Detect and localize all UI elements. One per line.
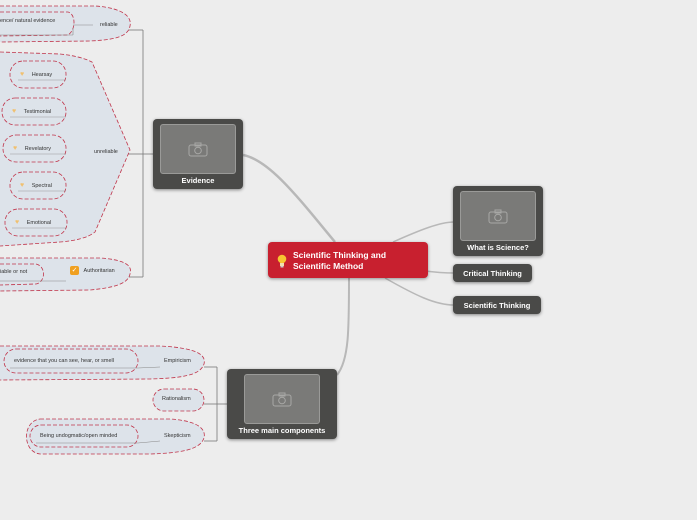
three-main-components-label: Three main components [238,426,326,435]
hearsay-label: Hearsay [31,72,53,78]
revelatory-label: Revelatory [24,146,51,152]
reliable-child-text[interactable]: ence/ natural evidence [0,18,56,24]
what-is-science-label: What is Science? [467,243,529,252]
authoritarian-row[interactable]: ✓ Authoritarian [70,266,115,275]
what-is-science-node[interactable]: What is Science? [453,186,543,256]
central-topic[interactable]: Scientific Thinking and Scientific Metho… [268,242,428,278]
empiricism-child-text[interactable]: evidence that you can see, hear, or smel… [14,358,114,364]
authoritarian-child-text[interactable]: iable or not [0,269,28,275]
reliable-child-bubble [0,11,75,37]
central-title: Scientific Thinking and Scientific Metho… [293,250,423,272]
components-bracket-lines [204,366,228,442]
testimonial-row[interactable]: ♥ Testimonial [12,108,51,115]
critical-thinking-node[interactable]: Critical Thinking [453,264,532,282]
spectral-row[interactable]: ♥ Spectral [20,182,52,189]
testimonial-label: Testimonial [23,109,52,115]
revelatory-row[interactable]: ♥ Revelatory [13,145,51,152]
empiricism-bubble [0,345,205,381]
lightbulb-icon: ♥ [20,182,25,189]
evidence-node[interactable]: Evidence [153,119,243,189]
skepticism-bubble [26,418,205,455]
reliable-label[interactable]: reliable [100,22,118,28]
scientific-thinking-node[interactable]: Scientific Thinking [453,296,541,314]
camera-icon [272,392,292,406]
central-title-line2: Scientific Method [293,261,364,271]
authoritarian-label: Authoritarian [83,267,115,274]
rationalism-bubble [152,388,205,412]
rationalism-label[interactable]: Rationalism [162,396,191,402]
image-placeholder [160,124,236,174]
reliable-bubble [0,5,131,43]
lightbulb-icon [277,254,287,268]
empiricism-label[interactable]: Empiricism [164,358,191,364]
three-main-components-node[interactable]: Three main components [227,369,337,439]
skepticism-label[interactable]: Skepticism [164,433,191,439]
camera-icon [488,209,508,223]
authoritarian-bubble [0,257,131,292]
spectral-label: Spectral [31,183,52,189]
authoritarian-child-bubble [0,263,44,286]
scientific-thinking-label: Scientific Thinking [463,300,531,310]
unreliable-child-bubbles [1,60,68,237]
critical-thinking-label: Critical Thinking [463,268,522,278]
image-placeholder [460,191,536,241]
skepticism-child-bubble [29,424,139,448]
skepticism-child-text[interactable]: Being undogmatic/open minded [40,433,118,439]
lightbulb-icon: ♥ [20,71,25,78]
evidence-label: Evidence [181,176,215,185]
emotional-label: Emotional [26,220,52,226]
unreliable-label[interactable]: unreliable [94,149,118,155]
checkbox-icon: ✓ [70,266,79,275]
image-placeholder [244,374,320,424]
camera-icon [188,142,208,156]
emotional-row[interactable]: ♥ Emotional [15,219,51,226]
hearsay-row[interactable]: ♥ Hearsay [20,71,52,78]
lightbulb-icon: ♥ [13,145,18,152]
lightbulb-icon: ♥ [12,108,17,115]
central-title-line1: Scientific Thinking and [293,250,387,260]
empiricism-child-bubble [3,348,139,374]
lightbulb-icon: ♥ [15,219,20,226]
